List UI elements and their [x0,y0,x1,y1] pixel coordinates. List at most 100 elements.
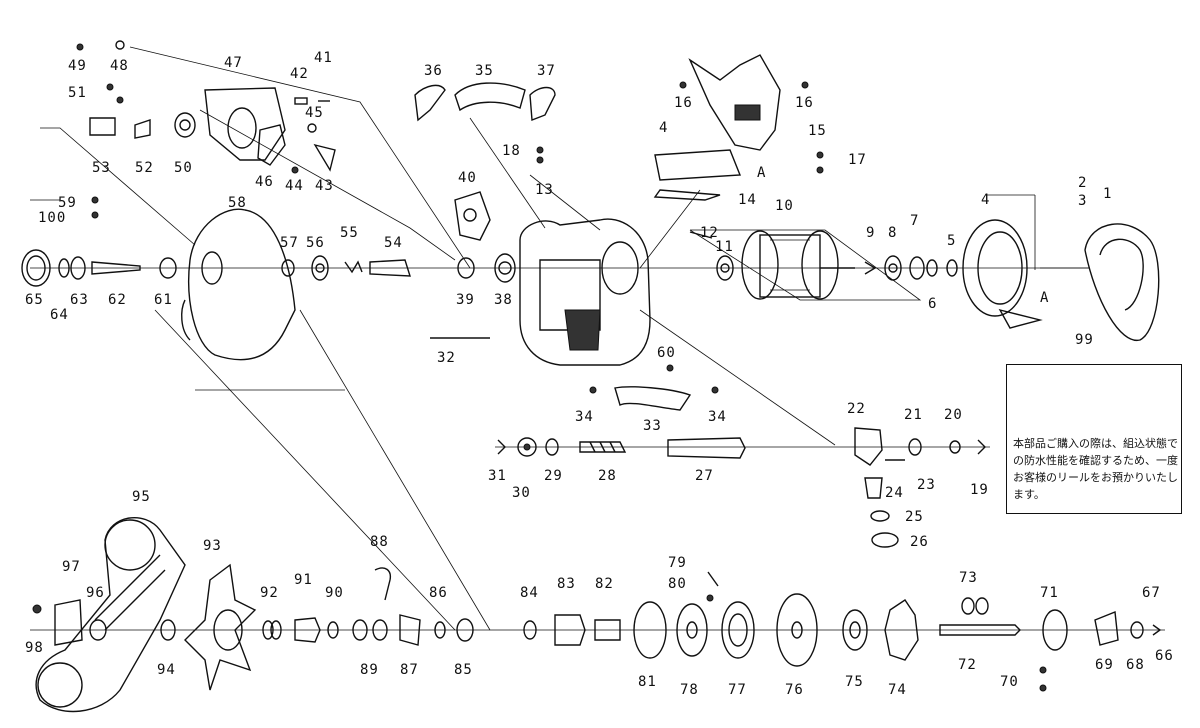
part-label: 16 [674,95,693,111]
part-label: 95 [132,489,151,505]
part-label: 31 [488,468,507,484]
part-label: 22 [847,401,866,417]
part-label: 86 [429,585,448,601]
note-text: 本部品ご購入の際は、組込状態での防水性能を確認するため、一度お客様のリールをお預… [1013,437,1178,501]
part-label: 80 [668,576,687,592]
part-label: 34 [708,409,727,425]
part-label: 60 [657,345,676,361]
part-label: 11 [715,239,734,255]
part-label: 55 [340,225,359,241]
part-label: 8 [888,225,897,241]
part-label: 63 [70,292,89,308]
part-shapes [21,40,1162,713]
part-label: 2 [1078,175,1087,191]
part-label: 75 [845,674,864,690]
part-label: 92 [260,585,279,601]
part-label: 98 [25,640,44,656]
part-label: 7 [910,213,919,229]
part-label: 16 [795,95,814,111]
part-label: 99 [1075,332,1094,348]
part-label: 4 [659,120,668,136]
part-label: 34 [575,409,594,425]
part-label: 18 [502,143,521,159]
part-label: 45 [305,105,324,121]
part-label: 54 [384,235,403,251]
waterproof-service-note: 本部品ご購入の際は、組込状態での防水性能を確認するため、一度お客様のリールをお預… [1006,364,1182,514]
part-label: 35 [475,63,494,79]
part-label: 62 [108,292,127,308]
part-label: 9 [866,225,875,241]
part-label: 53 [92,160,111,176]
part-label: 83 [557,576,576,592]
part-label: 67 [1142,585,1161,601]
part-label: 14 [738,192,757,208]
part-label: 32 [437,350,456,366]
part-label: 37 [537,63,556,79]
part-label: 70 [1000,674,1019,690]
part-label: 20 [944,407,963,423]
part-label: 3 [1078,193,1087,209]
part-label: 79 [668,555,687,571]
part-label: 82 [595,576,614,592]
ref-marker-a: A [757,165,766,181]
part-label: 42 [290,66,309,82]
part-label: 30 [512,485,531,501]
part-label: 24 [885,485,904,501]
part-label: 91 [294,572,313,588]
part-label: 36 [424,63,443,79]
part-label: 5 [947,233,956,249]
part-label: 87 [400,662,419,678]
ref-marker-a: A [1040,290,1049,306]
part-label: 68 [1126,657,1145,673]
part-label: 59 [58,195,77,211]
part-label: 40 [458,170,477,186]
part-label: 56 [306,235,325,251]
part-label: 13 [535,182,554,198]
part-label: 10 [775,198,794,214]
part-label: 84 [520,585,539,601]
part-label: 93 [203,538,222,554]
part-label: 41 [314,50,333,66]
part-label: 6 [928,296,937,312]
part-label: 52 [135,160,154,176]
part-label: 88 [370,534,389,550]
part-label: 27 [695,468,714,484]
part-label: 76 [785,682,804,698]
part-label: 61 [154,292,173,308]
part-label: 4 [981,192,990,208]
part-label: 43 [315,178,334,194]
part-label: 73 [959,570,978,586]
part-label: 21 [904,407,923,423]
part-label: 69 [1095,657,1114,673]
part-label: 17 [848,152,867,168]
part-label: 51 [68,85,87,101]
part-label: 44 [285,178,304,194]
part-label: 64 [50,307,69,323]
part-label: 81 [638,674,657,690]
part-label: 23 [917,477,936,493]
part-label: 71 [1040,585,1059,601]
part-label: 89 [360,662,379,678]
part-label: 48 [110,58,129,74]
part-label: 25 [905,509,924,525]
part-label: 96 [86,585,105,601]
part-label: 28 [598,468,617,484]
part-label: 50 [174,160,193,176]
part-label: 33 [643,418,662,434]
part-label: 78 [680,682,699,698]
part-label: 12 [700,225,719,241]
part-labels: 1 2 3 4 4 5 6 7 8 9 10 11 12 13 14 15 16… [25,50,1174,698]
part-label: 29 [544,468,563,484]
part-label: 57 [280,235,299,251]
part-label: 85 [454,662,473,678]
part-label: 58 [228,195,247,211]
part-label: 39 [456,292,475,308]
part-label: 90 [325,585,344,601]
part-label: 66 [1155,648,1174,664]
part-label: 77 [728,682,747,698]
part-label: 46 [255,174,274,190]
part-label: 47 [224,55,243,71]
part-label: 1 [1103,186,1112,202]
part-label: 19 [970,482,989,498]
